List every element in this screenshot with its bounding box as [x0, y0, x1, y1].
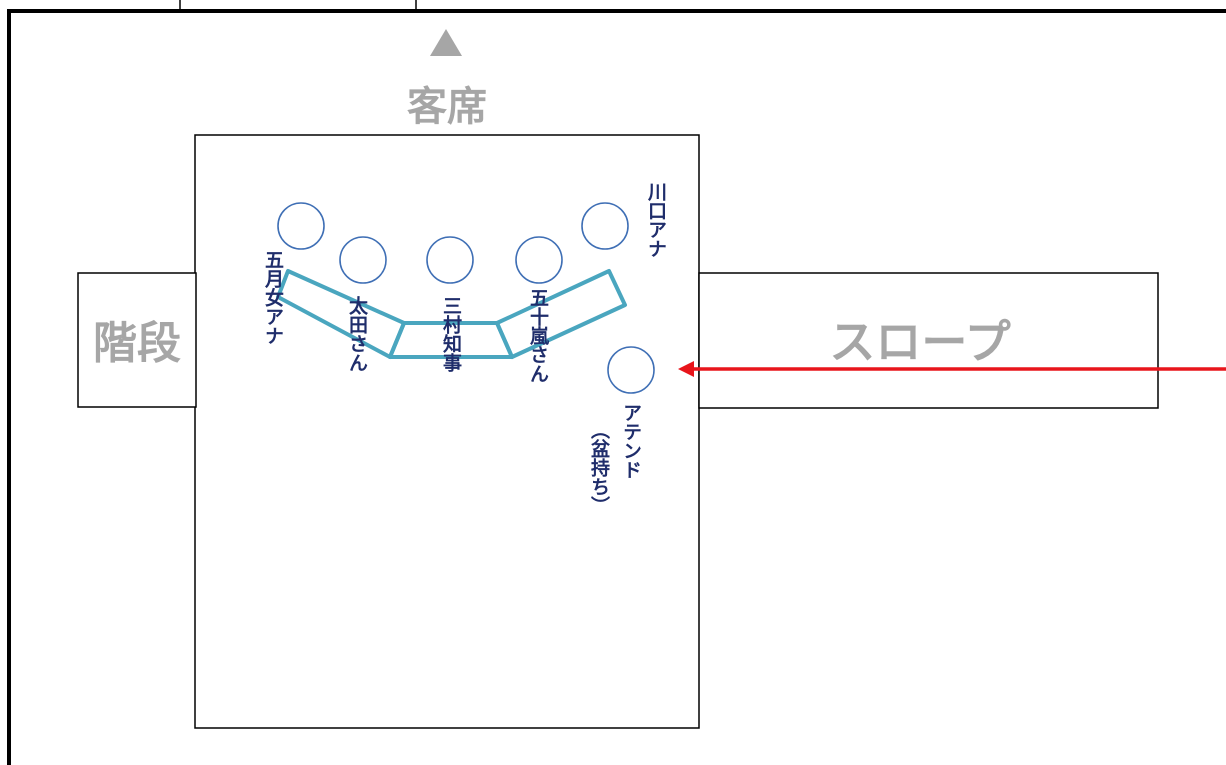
audience-label: 客席: [407, 84, 487, 130]
audience-arrow-icon: [430, 29, 462, 56]
seat-ota: [339, 236, 387, 284]
seat-mimura: [426, 236, 474, 284]
seats: [277, 202, 655, 394]
table-right: [495, 269, 627, 359]
stairs-box: [77, 272, 197, 408]
name-mimura: 三村知事: [440, 296, 462, 372]
slope-box: [698, 272, 1159, 409]
entry-arrow-head-icon: [678, 361, 694, 377]
tables: [276, 269, 627, 359]
seat-attend: [607, 346, 655, 394]
name-kawaguchi: 川口アナ: [645, 182, 667, 258]
name-ota: 太田さん: [346, 296, 368, 372]
stairs-label: 階段: [93, 318, 181, 369]
slope-label: スロープ: [829, 315, 1010, 369]
room-outline: [7, 9, 1226, 765]
seat-igarashi: [515, 236, 563, 284]
seat-satsuki: [277, 202, 325, 250]
name-attend: アテンド: [620, 403, 642, 479]
name-satsuki: 五月女アナ: [262, 250, 284, 345]
name-attend-note: （盆持ち）: [588, 420, 610, 515]
name-igarashi: 五十嵐さん: [527, 288, 549, 383]
entrance-box: [179, 0, 417, 12]
seat-kawaguchi: [581, 202, 629, 250]
